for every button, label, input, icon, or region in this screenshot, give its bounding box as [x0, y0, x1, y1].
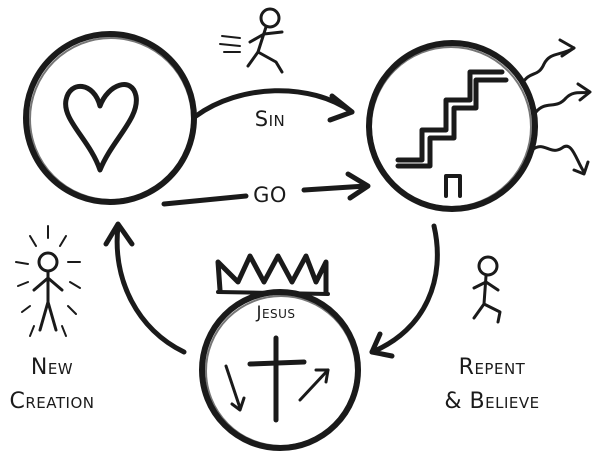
repent-arrow: [372, 226, 437, 356]
new-creation-label-line1: New: [31, 355, 73, 380]
jesus-label: Jesus: [255, 303, 295, 323]
crown-icon: [218, 256, 328, 294]
heart-icon: [66, 85, 137, 170]
new-creation-label-line2: Creation: [10, 389, 95, 414]
repent-label-line1: Repent: [459, 355, 526, 380]
sin-label: Sin: [255, 107, 285, 131]
up-arrow-icon: [300, 370, 328, 400]
new-creation-arrow: [106, 224, 184, 352]
broken-stairs-icon: [398, 72, 506, 196]
go-label: GO: [253, 183, 287, 207]
kneeling-figure-icon: [474, 257, 500, 322]
radiant-figure-icon: [16, 226, 80, 336]
running-figure-icon: [220, 9, 282, 72]
down-arrow-icon: [226, 366, 244, 410]
heart-circle: [26, 34, 194, 202]
repent-label-line2: & Believe: [444, 389, 539, 414]
cross-icon: [250, 338, 304, 420]
